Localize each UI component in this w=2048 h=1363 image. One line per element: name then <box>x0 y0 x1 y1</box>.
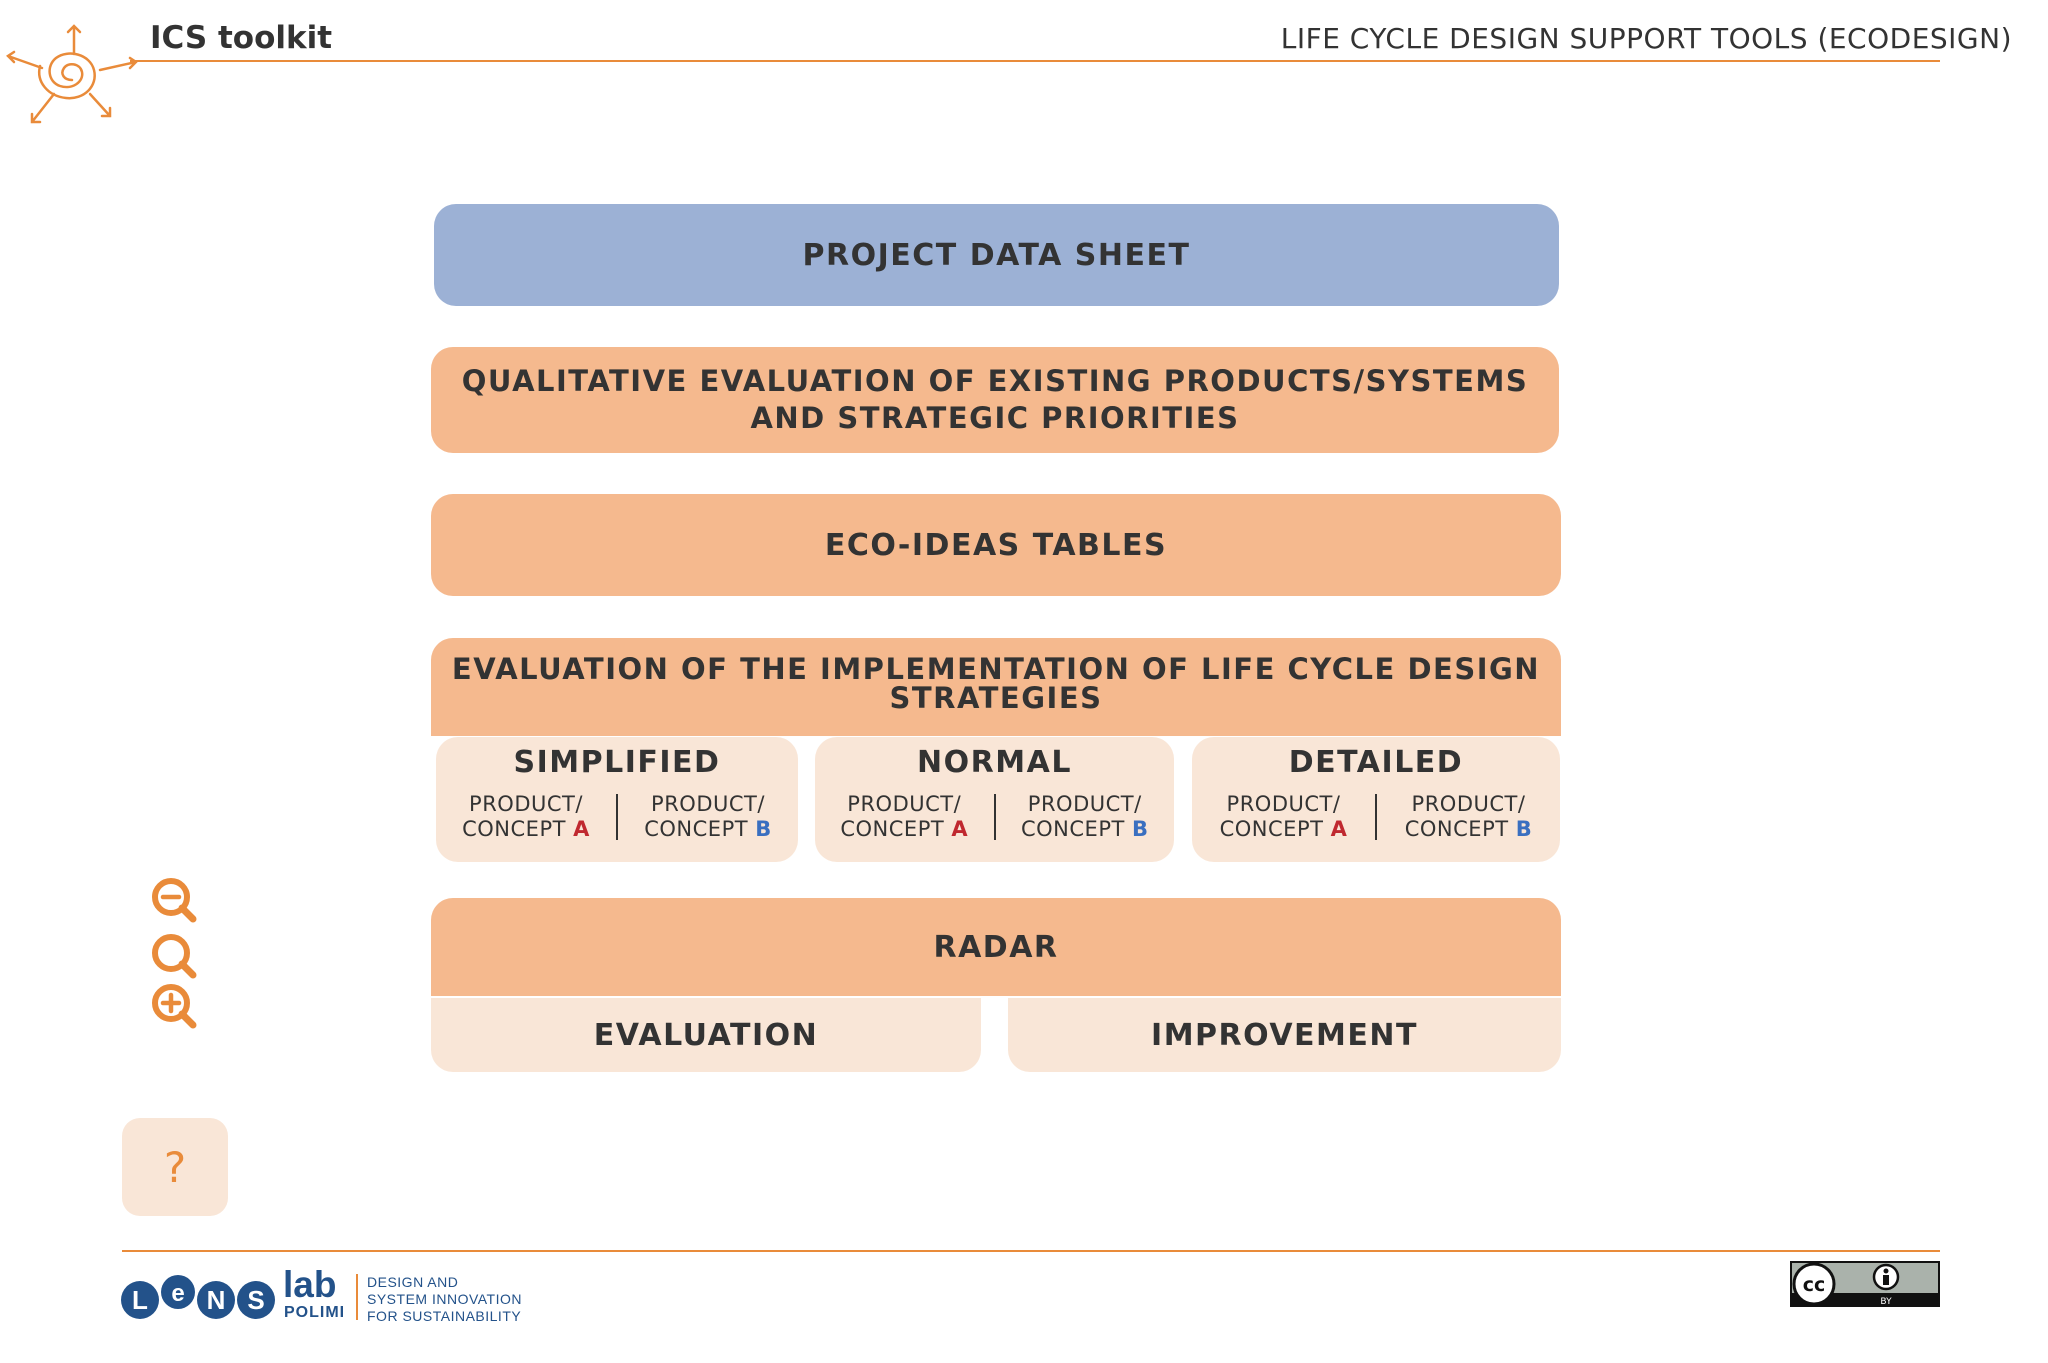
lens-logo-icon: L e N S <box>121 1275 275 1319</box>
concept-label-line2: CONCEPT <box>1219 817 1324 841</box>
level-title-simplified: SIMPLIFIED <box>513 745 721 780</box>
concept-letter-a: A <box>951 817 969 841</box>
concept-letter-b: B <box>1132 817 1149 841</box>
concept-label-line2: CONCEPT <box>644 817 749 841</box>
footer-divider <box>122 1250 1940 1252</box>
zoom-out-icon[interactable] <box>150 876 198 924</box>
radar-evaluation-label: EVALUATION <box>593 1017 819 1053</box>
lens-letter-e: e <box>171 1280 184 1307</box>
simplified-concept-a-button[interactable]: PRODUCT/ CONCEPT A <box>436 792 616 842</box>
concept-letter-a: A <box>1330 817 1348 841</box>
radar-header: RADAR <box>431 898 1561 996</box>
concept-label-line1: PRODUCT/ <box>1226 792 1341 816</box>
concept-letter-b: B <box>1515 817 1533 841</box>
cc-by-label: BY <box>1880 1297 1892 1307</box>
detailed-level-card: DETAILED PRODUCT/ CONCEPT A PRODUCT/ CON… <box>1192 737 1560 862</box>
normal-concept-a-button[interactable]: PRODUCT/ CONCEPT A <box>815 792 994 842</box>
qualitative-evaluation-label-line1: QUALITATIVE EVALUATION OF EXISTING PRODU… <box>461 364 1529 398</box>
concept-label-line2: CONCEPT <box>1404 817 1509 841</box>
radar-evaluation-button[interactable]: EVALUATION <box>431 998 981 1072</box>
concept-label-line2: CONCEPT <box>1020 817 1125 841</box>
lens-description-line2: SYSTEM INNOVATION <box>367 1291 522 1307</box>
strategy-implementation-evaluation-header: EVALUATION OF THE IMPLEMENTATION OF LIFE… <box>431 638 1561 736</box>
normal-level-card: NORMAL PRODUCT/ CONCEPT A PRODUCT/ CONCE… <box>815 737 1174 862</box>
simplified-concept-b-button[interactable]: PRODUCT/ CONCEPT B <box>618 792 798 842</box>
page-subtitle: LIFE CYCLE DESIGN SUPPORT TOOLS (ECODESI… <box>1280 22 2012 55</box>
strategy-evaluation-label-line1: EVALUATION OF THE IMPLEMENTATION OF LIFE… <box>451 652 1541 686</box>
lens-letter-l: L <box>132 1285 148 1315</box>
strategy-evaluation-label-line2: STRATEGIES <box>889 681 1103 715</box>
level-title-normal: NORMAL <box>917 745 1072 780</box>
lens-logo-divider <box>356 1274 358 1320</box>
concept-label-line1: PRODUCT/ <box>1027 792 1142 816</box>
concept-label-line1: PRODUCT/ <box>847 792 962 816</box>
eco-ideas-tables-button[interactable]: ECO-IDEAS TABLES <box>431 494 1561 596</box>
polimi-text: POLIMI <box>284 1304 346 1321</box>
radar-improvement-label: IMPROVEMENT <box>1151 1017 1418 1053</box>
concept-label-line2: CONCEPT <box>462 817 566 841</box>
concept-divider <box>993 794 996 840</box>
zoom-in-icon[interactable] <box>150 982 198 1030</box>
creative-commons-by-icon[interactable]: cc BY <box>1790 1261 1940 1307</box>
app-title: ICS toolkit <box>150 20 333 56</box>
lens-description-line1: DESIGN AND <box>367 1274 459 1290</box>
lens-lab-text: lab <box>283 1264 337 1305</box>
eco-ideas-tables-label: ECO-IDEAS TABLES <box>824 527 1168 563</box>
help-button[interactable]: ? <box>122 1118 228 1216</box>
project-data-sheet-button[interactable]: PROJECT DATA SHEET <box>434 204 1559 306</box>
concept-label-line1: PRODUCT/ <box>1411 792 1526 816</box>
lens-letter-s: S <box>247 1285 264 1315</box>
magnifier-icon[interactable] <box>150 932 198 980</box>
detailed-concept-a-button[interactable]: PRODUCT/ CONCEPT A <box>1192 792 1375 842</box>
qualitative-evaluation-label-line2: AND STRATEGIC PRIORITIES <box>750 401 1240 435</box>
radar-label: RADAR <box>933 929 1059 965</box>
level-title-detailed: DETAILED <box>1288 745 1464 780</box>
concept-divider <box>1375 794 1377 840</box>
header-divider <box>130 60 1940 62</box>
concept-letter-b: B <box>755 817 772 841</box>
normal-concept-b-button[interactable]: PRODUCT/ CONCEPT B <box>996 792 1175 842</box>
concept-label-line1: PRODUCT/ <box>651 792 765 816</box>
lens-letter-n: N <box>207 1285 226 1315</box>
concept-label-line2: CONCEPT <box>840 817 945 841</box>
detailed-concept-b-button[interactable]: PRODUCT/ CONCEPT B <box>1377 792 1560 842</box>
help-icon: ? <box>163 1142 187 1192</box>
qualitative-evaluation-button[interactable]: QUALITATIVE EVALUATION OF EXISTING PRODU… <box>431 347 1559 453</box>
project-data-sheet-label: PROJECT DATA SHEET <box>802 237 1191 273</box>
ics-toolkit-logo-icon <box>6 24 138 124</box>
lens-description-line3: FOR SUSTAINABILITY <box>367 1308 522 1324</box>
concept-label-line1: PRODUCT/ <box>469 792 583 816</box>
simplified-level-card: SIMPLIFIED PRODUCT/ CONCEPT A PRODUCT/ C… <box>436 737 798 862</box>
concept-letter-a: A <box>573 817 590 841</box>
svg-text:cc: cc <box>1803 1274 1826 1296</box>
concept-divider <box>616 794 618 840</box>
radar-improvement-button[interactable]: IMPROVEMENT <box>1008 998 1561 1072</box>
